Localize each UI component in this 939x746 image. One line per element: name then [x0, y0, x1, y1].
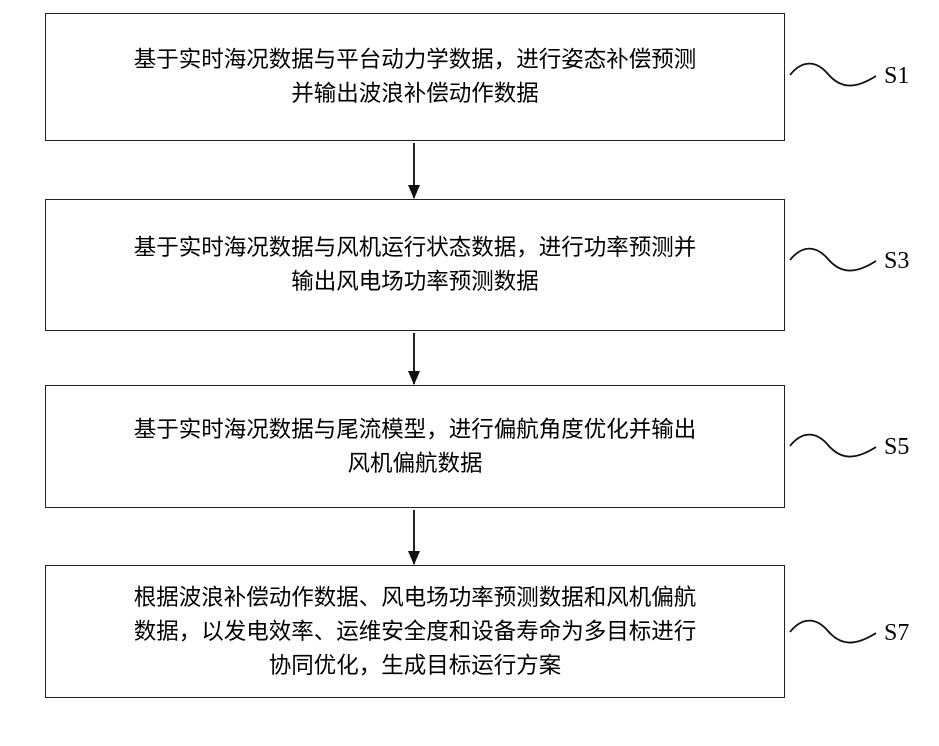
step-label-s1: S1	[884, 61, 909, 91]
wavy-leader-s7	[788, 617, 878, 647]
step-box-s7: 根据波浪补偿动作数据、风电场功率预测数据和风机偏航 数据，以发电效率、运维安全度…	[45, 565, 785, 698]
step-label-s3: S3	[884, 246, 909, 276]
wavy-leader-s3	[788, 245, 878, 275]
step-box-s3: 基于实时海况数据与风机运行状态数据，进行功率预测并 输出风电场功率预测数据	[45, 199, 785, 331]
step-text-line: 基于实时海况数据与平台动力学数据，进行姿态补偿预测	[134, 43, 697, 77]
step-text-line: 并输出波浪补偿动作数据	[134, 77, 697, 111]
step-text-line: 基于实时海况数据与风机运行状态数据，进行功率预测并	[134, 231, 697, 265]
flow-arrow-s5-s7	[413, 510, 415, 564]
flow-arrow-s3-s5	[413, 333, 415, 384]
step-text-line: 输出风电场功率预测数据	[134, 265, 697, 299]
step-box-s5: 基于实时海况数据与尾流模型，进行偏航角度优化并输出 风机偏航数据	[45, 385, 785, 508]
wavy-leader-s5	[788, 431, 878, 461]
step-text-line: 数据，以发电效率、运维安全度和设备寿命为多目标进行	[134, 615, 697, 649]
step-text-s5: 基于实时海况数据与尾流模型，进行偏航角度优化并输出 风机偏航数据	[134, 413, 697, 481]
flow-arrow-s1-s3	[413, 143, 415, 198]
step-text-s3: 基于实时海况数据与风机运行状态数据，进行功率预测并 输出风电场功率预测数据	[134, 231, 697, 299]
step-text-line: 基于实时海况数据与尾流模型，进行偏航角度优化并输出	[134, 413, 697, 447]
step-text-s1: 基于实时海况数据与平台动力学数据，进行姿态补偿预测 并输出波浪补偿动作数据	[134, 43, 697, 111]
step-text-line: 风机偏航数据	[134, 447, 697, 481]
step-text-line: 根据波浪补偿动作数据、风电场功率预测数据和风机偏航	[134, 581, 697, 615]
step-text-line: 协同优化，生成目标运行方案	[134, 649, 697, 683]
step-label-s7: S7	[884, 618, 909, 648]
wavy-leader-s1	[788, 60, 878, 90]
step-text-s7: 根据波浪补偿动作数据、风电场功率预测数据和风机偏航 数据，以发电效率、运维安全度…	[134, 581, 697, 683]
step-label-s5: S5	[884, 432, 909, 462]
step-box-s1: 基于实时海况数据与平台动力学数据，进行姿态补偿预测 并输出波浪补偿动作数据	[45, 13, 785, 141]
